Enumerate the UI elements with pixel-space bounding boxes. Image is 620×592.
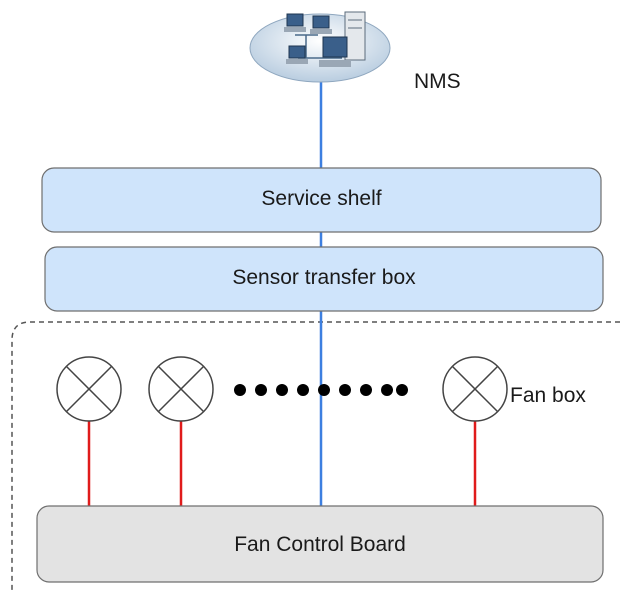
service-shelf-label: Service shelf (261, 187, 382, 210)
fan-box-enclosure (11, 321, 620, 592)
sensor-transfer-box (44, 246, 604, 312)
fan-1-icon (56, 356, 122, 422)
fan-2-icon (148, 356, 214, 422)
fan-box-label: Fan box (510, 384, 586, 407)
fan-n-icon (442, 356, 508, 422)
fan-control-board-label: Fan Control Board (234, 533, 406, 556)
sensor-transfer-box-label: Sensor transfer box (232, 266, 416, 289)
nms-network-icon (249, 11, 391, 83)
fan-ellipsis-dots (234, 384, 408, 396)
fan-control-board-box (36, 505, 604, 583)
nms-label: NMS (414, 70, 461, 93)
service-shelf-box (41, 167, 602, 233)
